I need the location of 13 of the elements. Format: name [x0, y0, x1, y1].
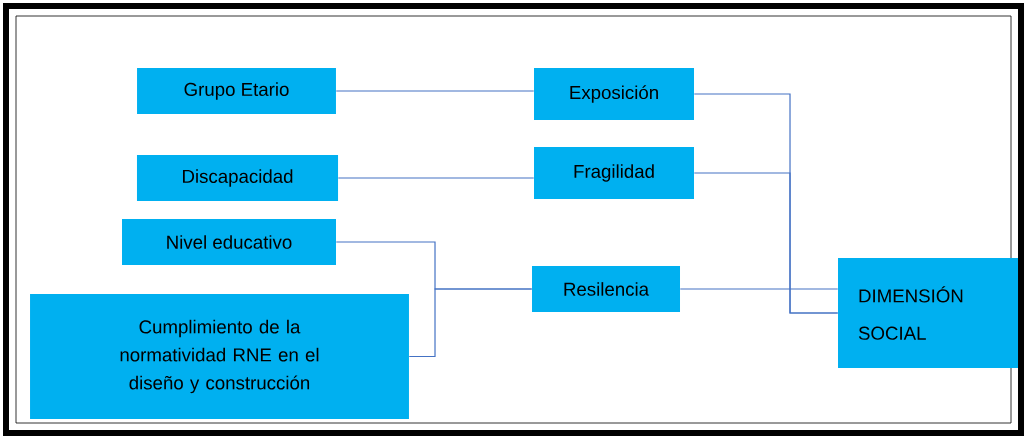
label-box: Cumplimiento de la normatividad RNE en el diseño y construcción [30, 293, 409, 420]
connector-line [337, 177, 535, 179]
label-box: Exposición [534, 68, 694, 120]
connector-line [335, 90, 535, 92]
connector-line [679, 288, 839, 290]
label-box: Discapacidad [136, 155, 339, 201]
label-box: Grupo Etario [137, 68, 336, 114]
label-box: DIMENSIÓN SOCIAL [838, 258, 1018, 368]
label-box: Resilencia [532, 266, 680, 312]
connector-line [693, 172, 839, 314]
connector-line [408, 288, 533, 358]
label-box: Nivel educativo [122, 219, 336, 265]
label-box: Fragilidad [534, 147, 694, 199]
